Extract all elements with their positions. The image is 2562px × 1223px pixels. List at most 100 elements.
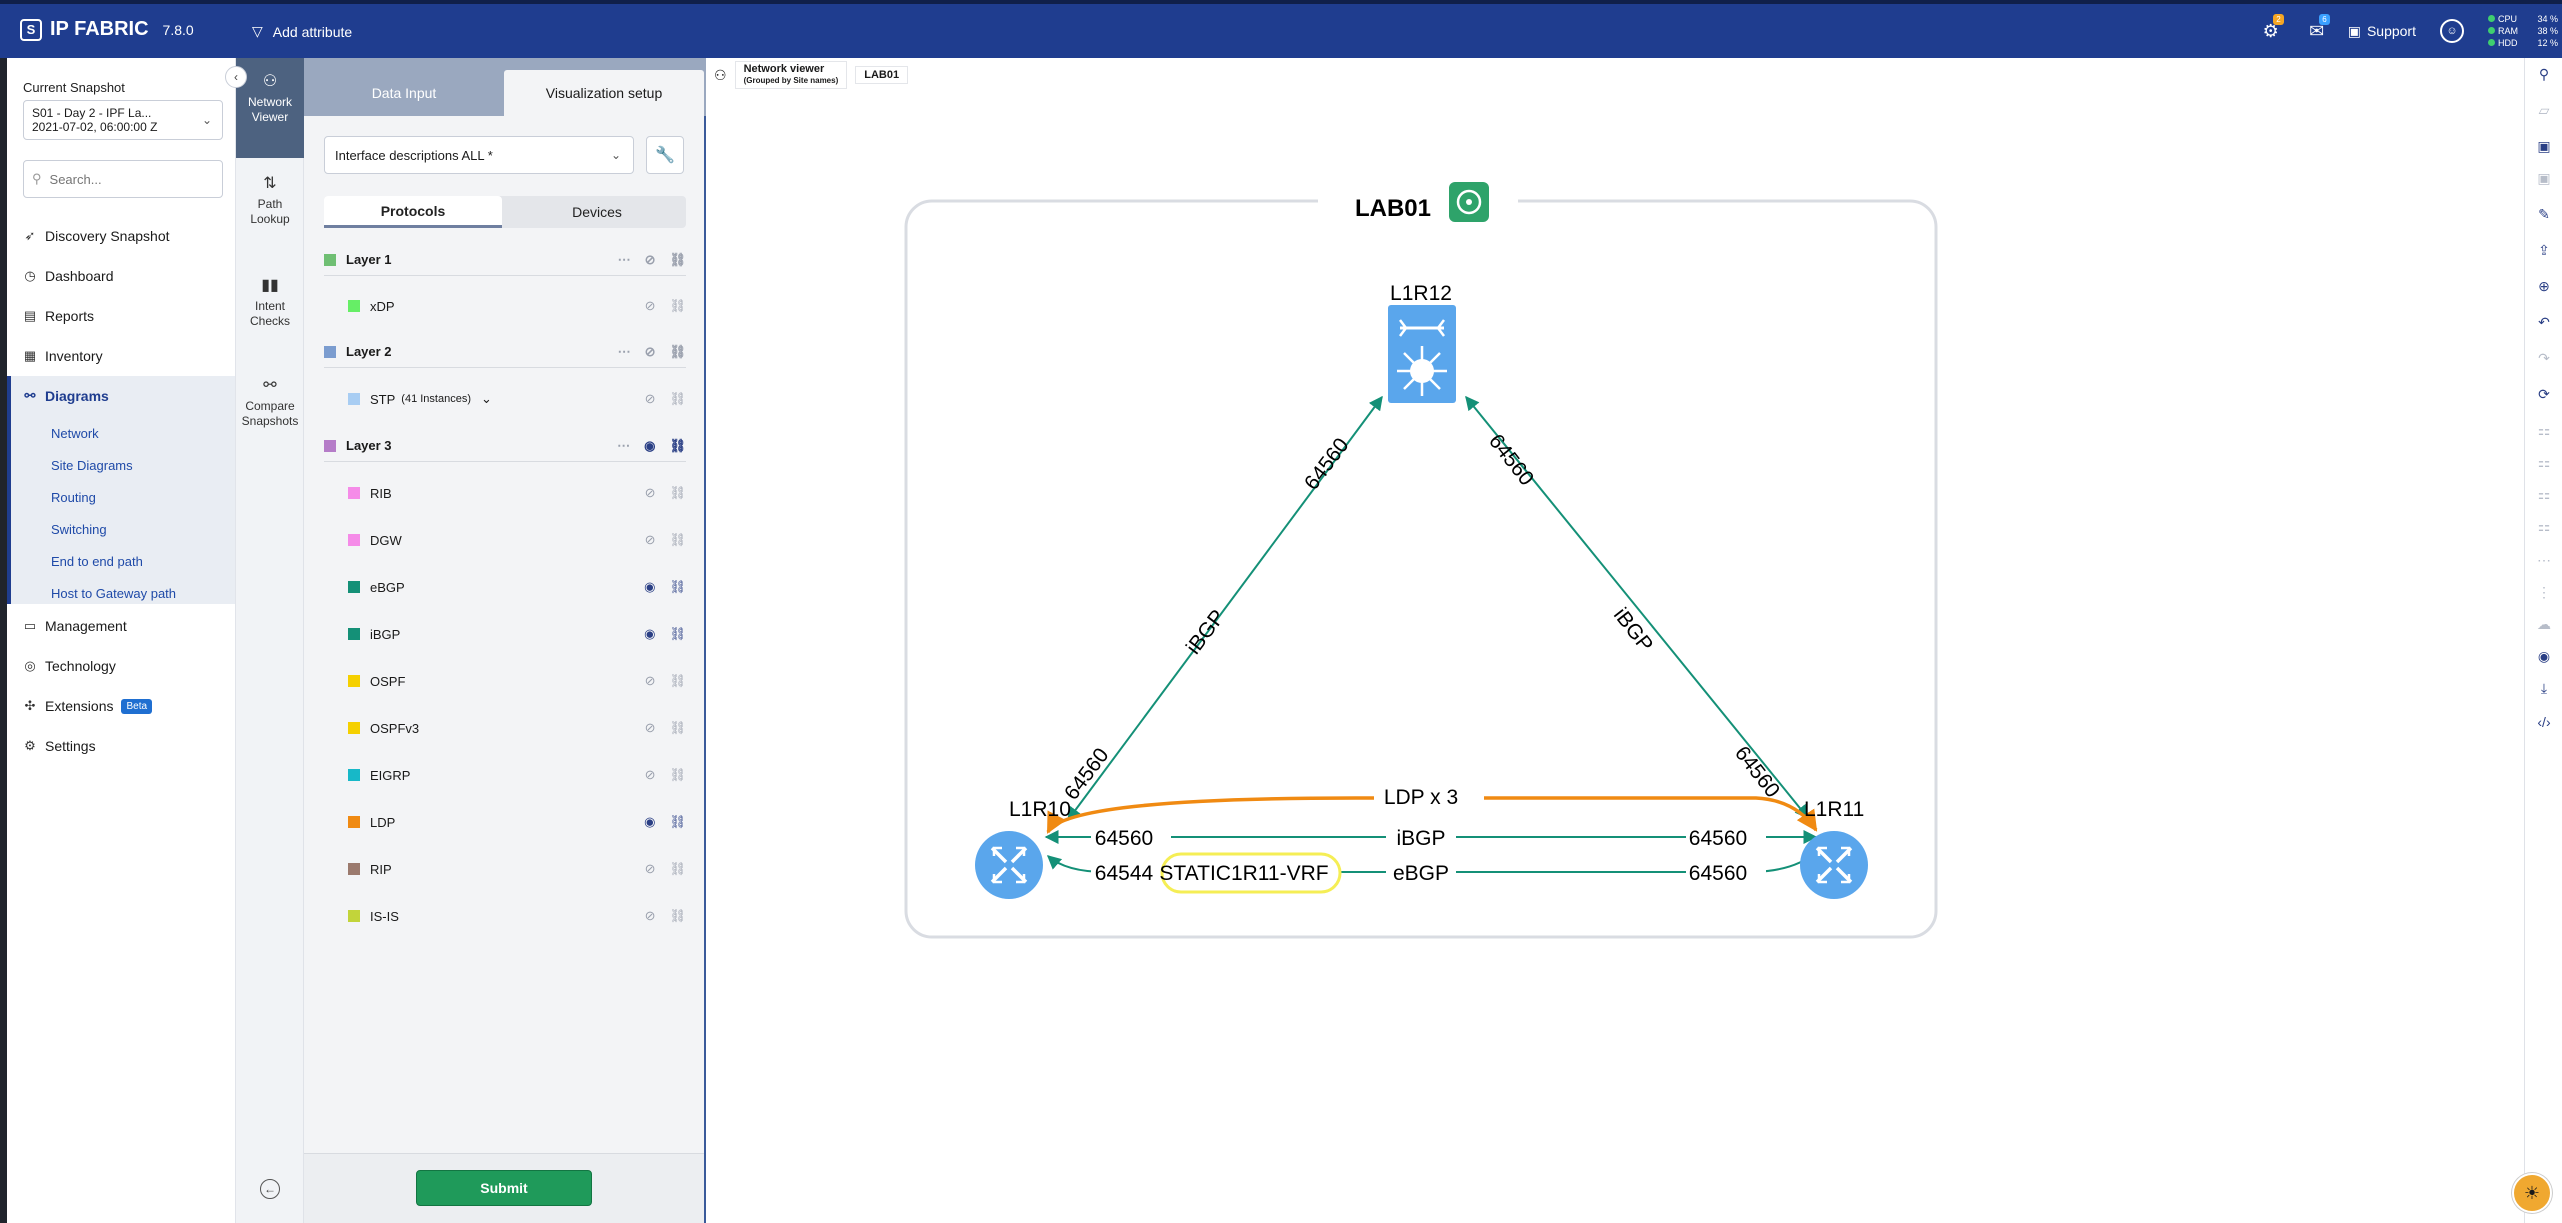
rail-network-viewer[interactable]: ⚇ Network Viewer xyxy=(236,58,304,158)
link-icon[interactable]: ⛓ xyxy=(669,532,686,547)
tab-protocols[interactable]: Protocols xyxy=(324,196,502,228)
protocol-row[interactable]: OSPF⊘⛓ xyxy=(324,665,686,697)
layout-6-icon[interactable]: ⋮ xyxy=(2537,584,2551,600)
code-icon[interactable]: ‹/› xyxy=(2537,714,2551,730)
color-swatch[interactable] xyxy=(348,534,360,546)
nav-management[interactable]: ▭ Management xyxy=(23,618,127,634)
link-icon[interactable]: ⛓ xyxy=(669,861,686,876)
eye-off-icon[interactable]: ⊘ xyxy=(644,720,656,735)
protocol-row[interactable]: RIB⊘⛓ xyxy=(324,477,686,509)
layer-group-row[interactable]: Layer 3⋯◉⛓ xyxy=(324,430,686,462)
rail-compare-snapshots[interactable]: ⚯ Compare Snapshots xyxy=(236,378,304,429)
protocol-row[interactable]: eBGP◉⛓ xyxy=(324,571,686,603)
color-swatch[interactable] xyxy=(348,300,360,312)
protocol-row[interactable]: IS-IS⊘⛓ xyxy=(324,900,686,932)
link-icon[interactable]: ⛓ xyxy=(669,391,686,406)
network-canvas[interactable]: ⚇ Network viewer (Grouped by Site names)… xyxy=(706,58,2524,1223)
eye-icon[interactable]: ◉ xyxy=(644,438,656,453)
link-l1r11-l1r12[interactable] xyxy=(1465,395,1809,820)
layer-group-row[interactable]: Layer 2⋯⊘⛓ xyxy=(324,336,686,368)
color-swatch[interactable] xyxy=(348,722,360,734)
save-as-icon[interactable]: ▣ xyxy=(2537,138,2551,154)
tasks-button[interactable]: ⚙ 2 xyxy=(2248,4,2294,58)
eye-icon[interactable]: ◉ xyxy=(644,579,656,594)
color-swatch[interactable] xyxy=(348,769,360,781)
add-attribute-button[interactable]: ▽ Add attribute xyxy=(252,23,352,40)
link-icon[interactable]: ⛓ xyxy=(669,485,686,500)
link-icon[interactable]: ⛓ xyxy=(669,298,686,313)
eye-off-icon[interactable]: ⊘ xyxy=(644,485,656,500)
link-icon[interactable]: ⛓ xyxy=(669,344,686,359)
nav-diagrams-host-gateway[interactable]: Host to Gateway path xyxy=(51,586,177,601)
nav-dashboard[interactable]: ◷ Dashboard xyxy=(23,268,113,284)
eye-off-icon[interactable]: ⊘ xyxy=(644,908,656,923)
nav-reports[interactable]: ▤ Reports xyxy=(23,308,94,324)
share-icon[interactable]: ⇪ xyxy=(2538,242,2550,258)
save-icon[interactable]: ▣ xyxy=(2537,170,2551,186)
color-swatch[interactable] xyxy=(348,816,360,828)
crumb-network-viewer[interactable]: Network viewer (Grouped by Site names) xyxy=(734,61,848,89)
nav-inventory[interactable]: ▦ Inventory xyxy=(23,348,103,364)
protocol-row[interactable]: EIGRP⊘⛓ xyxy=(324,759,686,791)
nav-diagrams-network[interactable]: Network xyxy=(51,426,99,441)
layout-5-icon[interactable]: ⋯ xyxy=(2537,552,2551,568)
search-box[interactable]: ⚲ xyxy=(23,160,223,198)
nav-technology[interactable]: ◎ Technology xyxy=(23,658,116,674)
app-logo[interactable]: S IP FABRIC 7.8.0 xyxy=(20,18,194,41)
tab-visualization-setup[interactable]: Visualization setup xyxy=(504,70,704,116)
rail-path-lookup[interactable]: ⇅ Path Lookup xyxy=(236,176,304,227)
link-icon[interactable]: ⛓ xyxy=(669,767,686,782)
cloud-icon[interactable]: ☁ xyxy=(2537,616,2551,632)
back-arrow-icon[interactable]: ← xyxy=(260,1179,280,1199)
edit-icon[interactable]: ✎ xyxy=(2538,206,2550,222)
rail-intent-checks[interactable]: ▮▮ Intent Checks xyxy=(236,278,304,329)
layout-1-icon[interactable]: ⚏ xyxy=(2537,422,2551,438)
chevron-down-icon[interactable]: ⌄ xyxy=(481,391,492,406)
more-icon[interactable]: ⋯ xyxy=(617,344,631,359)
node-l1r10-router-icon[interactable] xyxy=(975,831,1043,899)
color-swatch[interactable] xyxy=(348,628,360,640)
protocol-row[interactable]: DGW⊘⛓ xyxy=(324,524,686,556)
nav-discovery-snapshot[interactable]: ➶ Discovery Snapshot xyxy=(23,228,170,244)
zoom-search-icon[interactable]: ⚲ xyxy=(2538,66,2550,82)
center-icon[interactable]: ⊕ xyxy=(2538,278,2550,294)
protocol-row[interactable]: RIP⊘⛓ xyxy=(324,853,686,885)
wrench-button[interactable]: 🔧 xyxy=(646,136,684,174)
user-avatar[interactable]: ☺ xyxy=(2440,19,2464,43)
folder-open-icon[interactable]: ▱ xyxy=(2538,102,2550,118)
refresh-icon[interactable]: ⟳ xyxy=(2538,386,2550,402)
protocol-row[interactable]: iBGP◉⛓ xyxy=(324,618,686,650)
color-swatch[interactable] xyxy=(348,675,360,687)
layer-group-row[interactable]: Layer 1⋯⊘⛓ xyxy=(324,244,686,276)
link-icon[interactable]: ⛓ xyxy=(669,814,686,829)
submit-button[interactable]: Submit xyxy=(416,1170,592,1206)
color-swatch[interactable] xyxy=(324,253,336,266)
nav-diagrams-site[interactable]: Site Diagrams xyxy=(51,458,133,473)
nav-diagrams-routing[interactable]: Routing xyxy=(51,490,96,505)
link-icon[interactable]: ⛓ xyxy=(669,908,686,923)
color-swatch[interactable] xyxy=(348,581,360,593)
protocol-row[interactable]: OSPFv3⊘⛓ xyxy=(324,712,686,744)
layout-3-icon[interactable]: ⚏ xyxy=(2537,486,2551,502)
assistant-avatar[interactable]: ☀ xyxy=(2512,1173,2552,1213)
undo-icon[interactable]: ↶ xyxy=(2538,314,2550,330)
protocol-row[interactable]: xDP⊘⛓ xyxy=(324,290,686,322)
tab-devices[interactable]: Devices xyxy=(572,204,622,220)
node-l1r12-switch-icon[interactable] xyxy=(1388,305,1456,403)
layout-4-icon[interactable]: ⚏ xyxy=(2537,518,2551,534)
more-icon[interactable]: ⋯ xyxy=(617,252,631,267)
messages-button[interactable]: ✉ 6 xyxy=(2294,4,2340,58)
eye-icon[interactable]: ◉ xyxy=(644,626,656,641)
site-icon[interactable] xyxy=(1449,182,1489,222)
redo-icon[interactable]: ↷ xyxy=(2538,350,2550,366)
interface-description-select[interactable]: Interface descriptions ALL * ⌄ xyxy=(324,136,634,174)
snapshot-select[interactable]: S01 - Day 2 - IPF La... 2021-07-02, 06:0… xyxy=(23,100,223,140)
color-swatch[interactable] xyxy=(348,863,360,875)
collapse-nav-button[interactable]: ‹ xyxy=(225,66,247,88)
color-swatch[interactable] xyxy=(324,345,336,358)
nav-extensions[interactable]: ✣ Extensions Beta xyxy=(23,698,153,714)
support-button[interactable]: ▣ Support xyxy=(2348,23,2416,40)
eye-off-icon[interactable]: ⊘ xyxy=(644,344,656,359)
eye-off-icon[interactable]: ⊘ xyxy=(644,673,656,688)
download-icon[interactable]: ⤓ xyxy=(2540,680,2548,696)
